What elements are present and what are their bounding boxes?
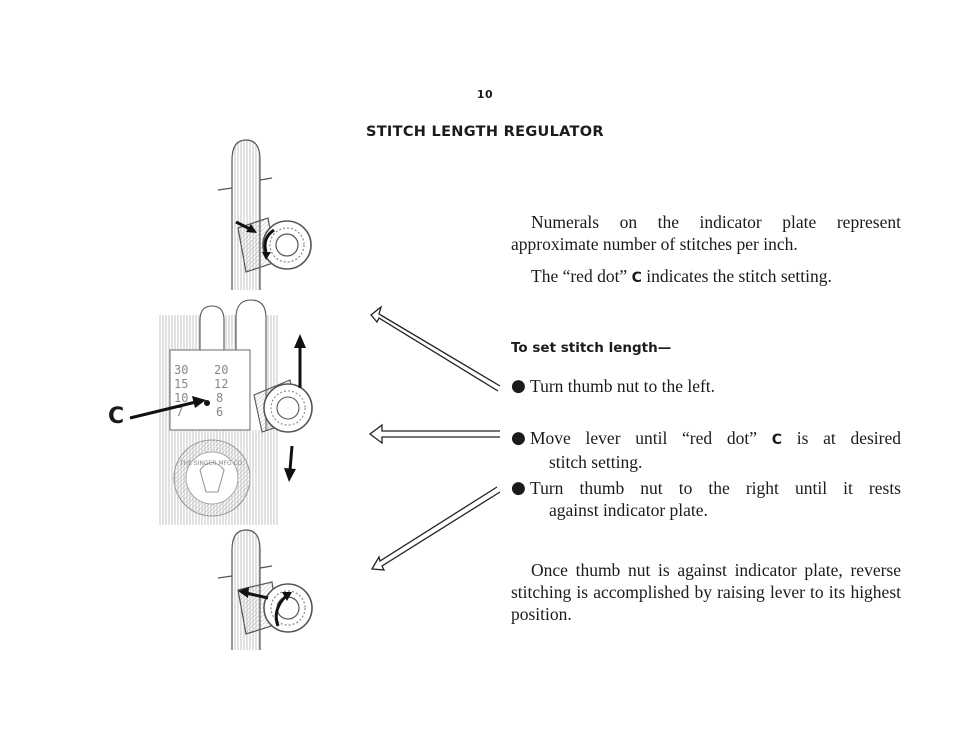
closing-paragraph: Once thumb nut is against indicator plat… (511, 559, 901, 625)
step-item-3: ● Turn thumb nut to the right until it r… (511, 477, 901, 521)
step-1-text: Turn thumb nut to the left. (530, 376, 716, 396)
arrow-left-icon (235, 220, 257, 233)
callout-c-label: C (108, 404, 125, 429)
dial-left-2: 10 (174, 391, 188, 405)
arrow-up-icon (294, 334, 306, 388)
step-2-text-before: Move lever until “red dot” (530, 428, 772, 448)
callout-c-arrow-icon (129, 396, 206, 420)
red-dot-text-before: The “red dot” (531, 266, 632, 286)
step-item-1: ● Turn thumb nut to the left. (511, 375, 901, 397)
red-dot-letter: C (631, 270, 642, 286)
intro-text: Numerals on the indicator plate represen… (511, 212, 901, 254)
plate-engraving: THE SINGER MFG CO. (179, 460, 244, 467)
red-dot-paragraph: The “red dot” C indicates the stitch set… (531, 265, 901, 289)
pointer-arrow-middle-icon (368, 423, 500, 445)
red-dot-text-after: indicates the stitch setting. (641, 266, 832, 286)
step-2-line-1: Move lever until “red dot” C is at desir… (530, 427, 901, 451)
step-3-line-1: Turn thumb nut to the right until it res… (530, 478, 901, 498)
rotate-left-icon (262, 228, 275, 260)
step-item-2: ● Move lever until “red dot” C is at des… (511, 427, 901, 473)
instructions-subheading: To set stitch length— (511, 340, 672, 356)
bullet-icon: ● (511, 376, 526, 396)
red-dot-marker (204, 400, 210, 406)
dial-right-0: 20 (214, 363, 228, 377)
page-number: 10 (476, 88, 494, 101)
dial-right-1: 12 (214, 377, 228, 391)
dial-left-1: 15 (174, 377, 188, 391)
dial-right-2: 8 (216, 391, 223, 405)
step-2-text-after: is at desired (782, 428, 901, 448)
closing-text: Once thumb nut is against indicator plat… (511, 560, 901, 624)
bullet-icon: ● (511, 478, 526, 498)
lever-bottom-illustration (217, 529, 313, 650)
arrow-left-icon (238, 587, 269, 600)
section-title: STITCH LENGTH REGULATOR (366, 124, 604, 140)
step-3-line-2: against indicator plate. (549, 500, 708, 520)
pointer-arrow-top-icon (370, 305, 501, 392)
dial-left-0: 30 (174, 363, 188, 377)
lever-middle-illustration: 30 15 10 7 20 12 8 6 (158, 299, 313, 525)
pointer-arrow-bottom-icon (370, 486, 501, 571)
lever-top-illustration (217, 139, 312, 290)
dial-left-3: 7 (176, 405, 183, 419)
arrow-down-icon (284, 445, 296, 482)
intro-paragraph: Numerals on the indicator plate represen… (511, 211, 901, 255)
dial-right-3: 6 (216, 405, 223, 419)
bullet-icon: ● (511, 428, 526, 448)
rotate-right-icon (274, 592, 292, 627)
step-2-letter: C (771, 432, 782, 448)
step-2-line-2: stitch setting. (549, 452, 643, 472)
